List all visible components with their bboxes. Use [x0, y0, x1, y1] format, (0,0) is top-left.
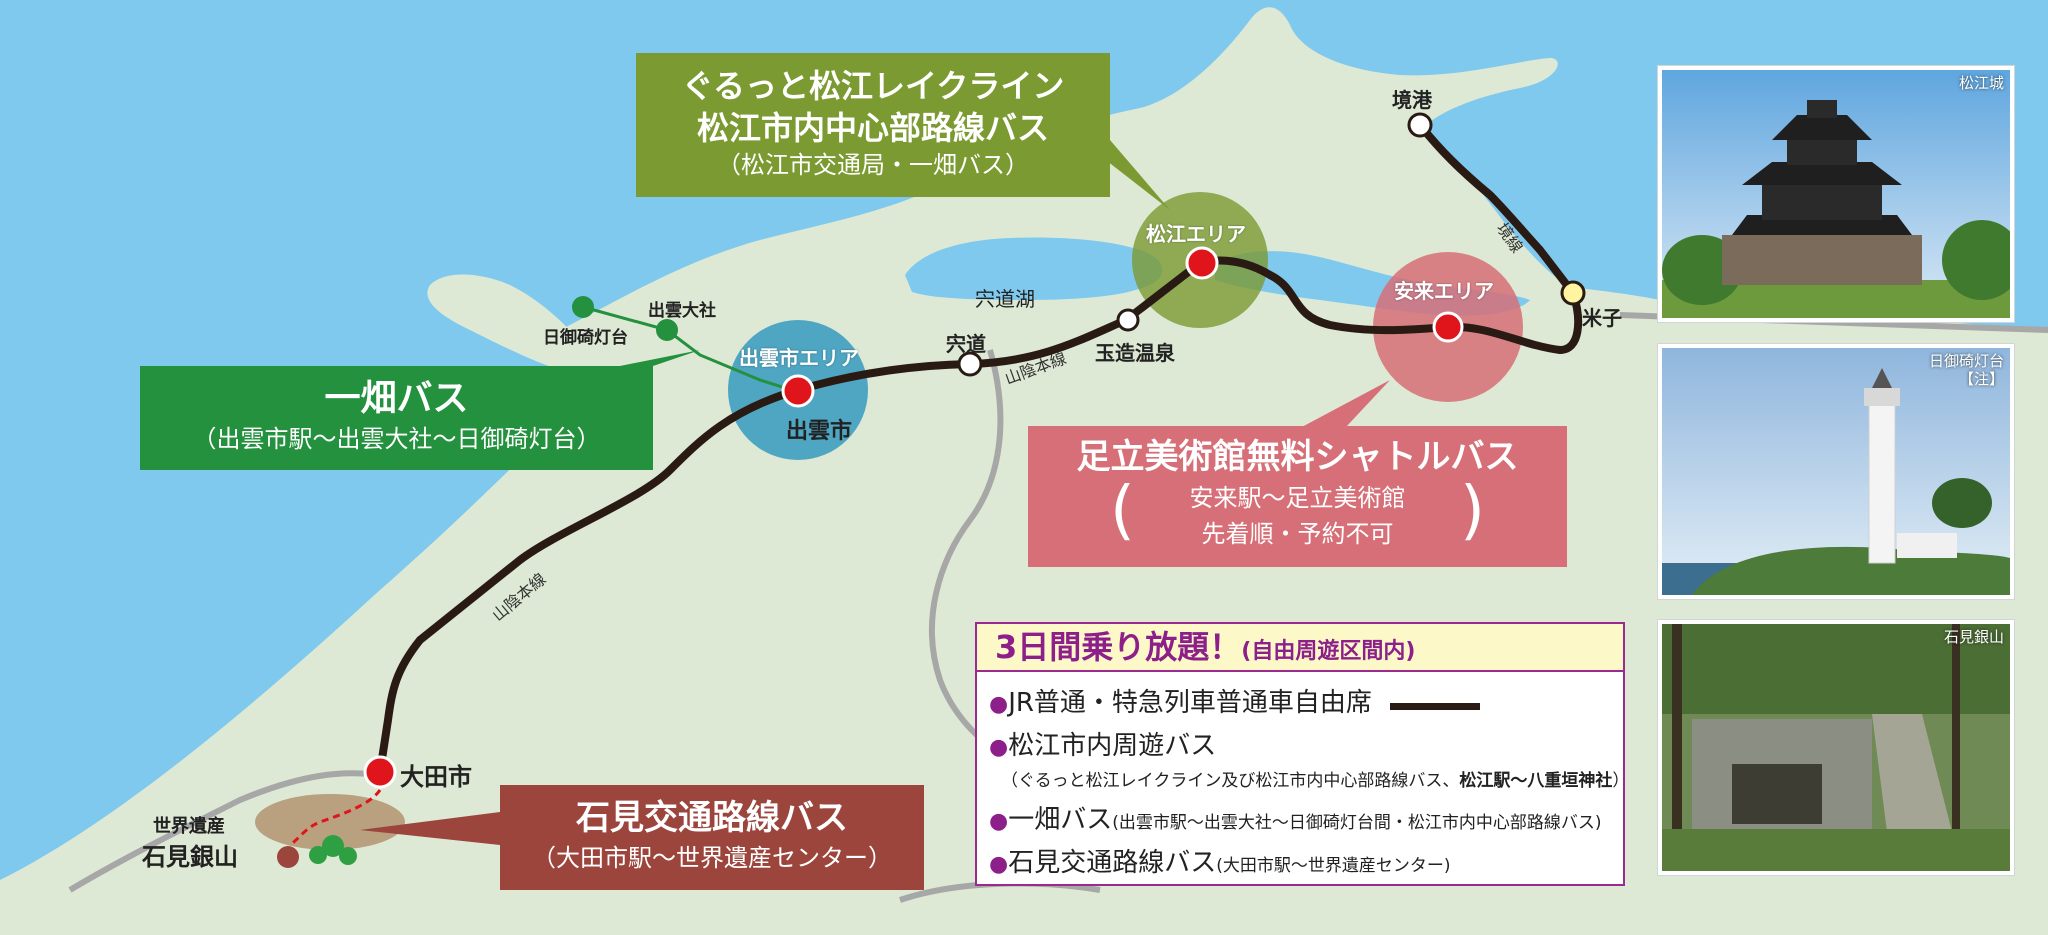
legend-heading: 3日間乗り放題！(自由周遊区間内) [977, 624, 1623, 672]
legend-row-ichibata-text: 一畑バス [1008, 805, 1113, 835]
label-shinji: 宍道 [946, 332, 986, 356]
label-matsue-area: 松江エリア [1146, 222, 1246, 246]
callout-adachi-shuttle: 足立美術館無料シャトルバス ( 安来駅〜足立美術館 先着順・予約不可 ) [1028, 426, 1567, 567]
callout-iwami-line2: （大田市駅〜世界遺産センター） [532, 844, 892, 872]
legend-note-a: （ぐるっと松江レイクライン及び松江市内中心部路線バス、 [1001, 771, 1460, 791]
legend-heading-main: 3日間乗り放題！ [995, 628, 1242, 666]
legend-row-matsue-bus: ●松江市内周遊バス [977, 725, 1623, 762]
label-izumoshi: 出雲市 [786, 419, 853, 444]
callout-matsue-lake-line: ぐるっと松江レイクライン 松江市内中心部路線バス （松江市交通局・一畑バス） [636, 53, 1110, 197]
photo-matsue-castle: 松江城 [1658, 66, 2014, 322]
legend-row-ichibata: ●一畑バス(出雲市駅〜出雲大社〜日御碕灯台間・松江市内中心部路線バス) [977, 799, 1623, 836]
legend-row-iwami: ●石見交通路線バス(大田市駅〜世界遺産センター) [977, 842, 1623, 879]
legend-row-jr: ●JR普通・特急列車普通車自由席 [977, 682, 1623, 719]
station-yasugi [1432, 311, 1464, 343]
callout-ichibata-line2: （出雲市駅〜出雲大社〜日御碕灯台） [192, 425, 601, 453]
legend-bullet-icon: ● [989, 809, 1009, 834]
label-iwami-ginzan: 石見銀山 [142, 843, 238, 871]
caption-lighthouse: 日御碕灯台【注】 [1929, 352, 2004, 388]
iwami-bus-route [289, 789, 382, 847]
station-shinji [957, 351, 983, 377]
legend-bullet-icon: ● [989, 735, 1009, 760]
ichibata-bus-route [582, 305, 799, 394]
lighthouse-illustration [1662, 348, 2010, 595]
pointer-adachi [1300, 380, 1390, 428]
label-shinji-lake: 宍道湖 [975, 287, 1035, 311]
label-oda: 大田市 [400, 763, 472, 791]
callout-matsue-line1: ぐるっと松江レイクライン [681, 67, 1065, 105]
legend-note-c: ） [1612, 771, 1630, 791]
station-tamatsukuri [1116, 308, 1140, 332]
callout-iwami-bus: 石見交通路線バス （大田市駅〜世界遺産センター） [500, 785, 924, 890]
jr-line-sample-icon [1389, 703, 1480, 710]
caption-castle: 松江城 [1958, 74, 2004, 92]
road-south [928, 349, 1012, 763]
station-izumo-taisha [656, 319, 678, 341]
legend-panel: 3日間乗り放題！(自由周遊区間内) ●JR普通・特急列車普通車自由席 ●松江市内… [975, 622, 1629, 886]
callout-adachi-paren-close: ) [1460, 474, 1485, 548]
station-hinomisaki [572, 296, 594, 318]
callout-matsue-line3: （松江市交通局・一畑バス） [717, 151, 1029, 179]
label-izumo-area: 出雲市エリア [739, 346, 859, 370]
caption-lighthouse-name: 日御碕灯台 [1928, 352, 2004, 370]
station-izumoshi [781, 374, 815, 408]
land-hinomisaki [427, 274, 580, 370]
pointer-ichibata [620, 350, 700, 366]
tree-icon [322, 835, 344, 857]
iwami-ginzan-patch [255, 794, 405, 850]
castle-illustration [1662, 70, 2010, 318]
callout-matsue-line2: 松江市内中心部路線バス [696, 109, 1049, 147]
station-yonago [1560, 280, 1586, 306]
callout-adachi-line2: 安来駅〜足立美術館 [1189, 484, 1406, 512]
callout-ichibata-line1: 一畑バス [324, 378, 469, 419]
pointer-iwami [360, 812, 500, 845]
legend-bullet-icon: ● [989, 852, 1009, 877]
legend-row-iwami-note: (大田市駅〜世界遺産センター) [1216, 856, 1451, 876]
label-tamatsukuri: 玉造温泉 [1095, 341, 1175, 365]
callout-ichibata-bus: 一畑バス （出雲市駅〜出雲大社〜日御碕灯台） [140, 366, 653, 470]
lake-shinji [905, 237, 1163, 300]
legend-row-iwami-text: 石見交通路線バス [1008, 848, 1217, 878]
station-oda [363, 755, 397, 789]
label-izumo-taisha: 出雲大社 [648, 301, 716, 321]
station-sakaiminato [1407, 112, 1433, 138]
photo-hinomisaki-lighthouse: 日御碕灯台【注】 [1658, 344, 2014, 599]
legend-note-b: 松江駅〜八重垣神社 [1459, 771, 1613, 791]
caption-mine: 石見銀山 [1943, 628, 2004, 646]
legend-bullet-icon: ● [989, 692, 1009, 717]
callout-adachi-paren-open: ( [1110, 474, 1135, 548]
label-sakaiminato: 境港 [1392, 88, 1432, 112]
legend-heading-sub: (自由周遊区間内) [1241, 639, 1416, 664]
photo-iwami-ginzan: 石見銀山 [1658, 620, 2014, 875]
station-matsue [1185, 246, 1219, 280]
label-yasugi-area: 安来エリア [1394, 279, 1494, 303]
road-sw [68, 770, 381, 893]
callout-adachi-line3: 先着順・予約不可 [1201, 520, 1394, 548]
jr-sakai-line [1416, 122, 1577, 296]
tree-icon [339, 847, 357, 865]
legend-row-matsue-note: （ぐるっと松江レイクライン及び松江市内中心部路線バス、松江駅〜八重垣神社） [977, 766, 1629, 791]
caption-lighthouse-note: 【注】 [1958, 370, 2004, 388]
legend-row-matsue-bus-text: 松江市内周遊バス [1008, 731, 1217, 761]
label-world-heritage: 世界遺産 [153, 816, 225, 837]
callout-iwami-line1: 石見交通路線バス [576, 798, 848, 838]
legend-row-jr-text: JR普通・特急列車普通車自由席 [1008, 688, 1372, 718]
mine-illustration [1662, 624, 2010, 871]
label-yonago: 米子 [1582, 306, 1622, 330]
station-iwami-ginzan [277, 846, 299, 868]
label-hinomisaki: 日御碕灯台 [543, 328, 628, 348]
legend-row-ichibata-note: (出雲市駅〜出雲大社〜日御碕灯台間・松江市内中心部路線バス) [1112, 813, 1602, 833]
callout-adachi-line1: 足立美術館無料シャトルバス [1076, 437, 1519, 477]
tree-icon [309, 846, 327, 864]
